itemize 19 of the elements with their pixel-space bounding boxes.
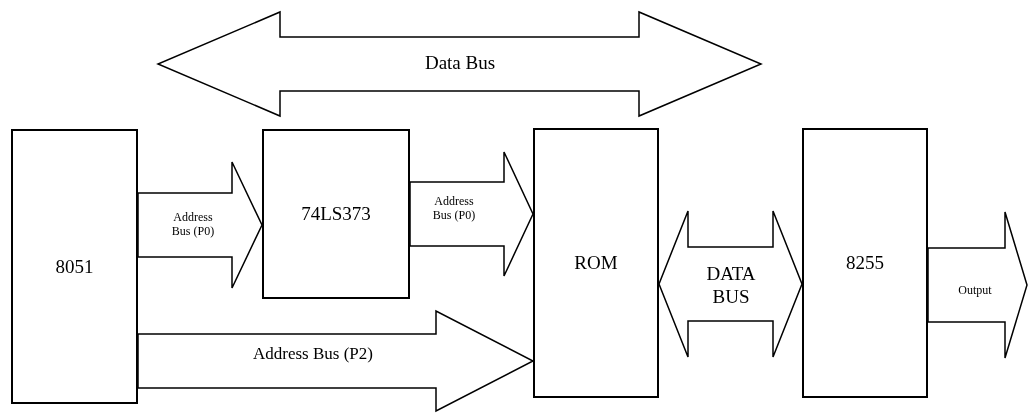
chip-label: 8051 bbox=[55, 255, 94, 278]
bus-arrow bbox=[927, 211, 1028, 359]
chip-block bbox=[533, 128, 659, 398]
bus-arrow bbox=[137, 309, 535, 413]
edge-label: Address Bus (P0) bbox=[170, 209, 216, 239]
bus-label: Data Bus bbox=[424, 51, 496, 75]
chip-block bbox=[802, 128, 928, 398]
edge-label: Address Bus (P2) bbox=[252, 343, 374, 365]
chip-block bbox=[11, 129, 138, 404]
edge-label: DATA BUS bbox=[705, 263, 757, 309]
bus-arrow bbox=[409, 151, 534, 277]
chip-label: 74LS373 bbox=[301, 203, 371, 225]
bus-arrow bbox=[137, 161, 263, 289]
bus-arrow bbox=[658, 210, 803, 358]
edge-label: Output bbox=[957, 282, 993, 298]
chip-block bbox=[262, 129, 410, 299]
chip-label: ROM bbox=[574, 252, 618, 274]
edge-label: Address Bus (P0) bbox=[431, 193, 477, 223]
chip-label: 8255 bbox=[846, 252, 884, 274]
